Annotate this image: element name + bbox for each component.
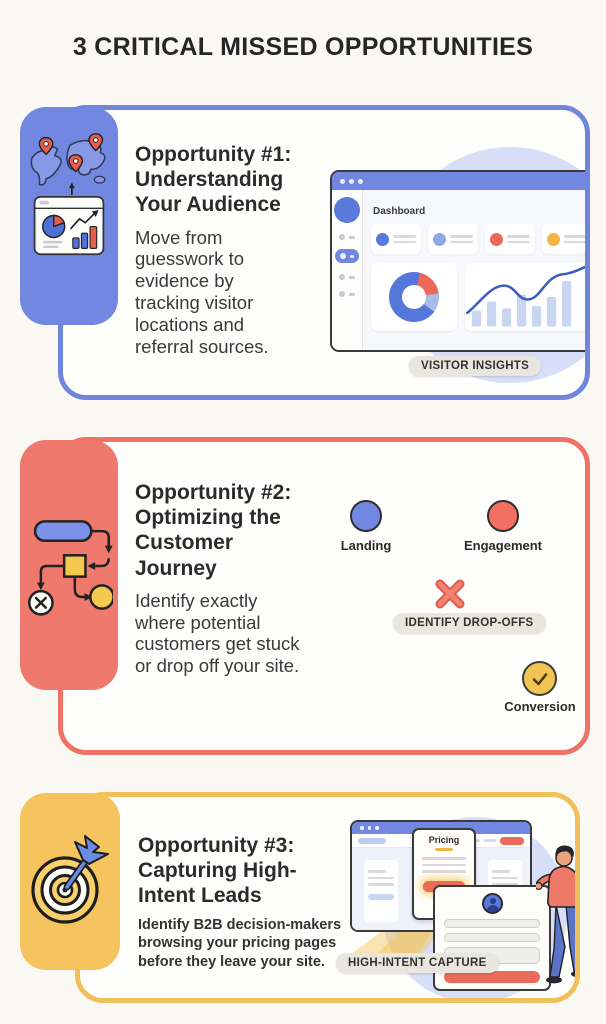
opportunity-3-icon-panel: [20, 793, 120, 970]
opportunity-3-body: Identify B2B decision-makers browsing yo…: [138, 916, 342, 970]
engagement-stage-label: Engagement: [463, 538, 542, 553]
opportunity-2-icon-panel: [20, 440, 118, 690]
visitor-insights-badge: VISITOR INSIGHTS: [409, 356, 542, 376]
opportunity-1-text: Opportunity #1: Understanding Your Audie…: [135, 142, 340, 358]
form-input-placeholder: [444, 919, 540, 928]
opportunity-2-kicker: Opportunity #2:: [135, 481, 292, 504]
form-submit-button: [444, 971, 540, 983]
window-dot-icon: [360, 826, 364, 830]
pricing-tier-card: [364, 860, 398, 922]
opportunity-3-text: Opportunity #3: Capturing High- Intent L…: [138, 833, 343, 971]
nav-link-placeholder: [484, 838, 496, 843]
avatar: [334, 197, 360, 223]
opportunity-2-text: Opportunity #2: Optimizing the Customer …: [135, 480, 350, 677]
line-bar-chart: [466, 265, 585, 327]
conversion-stage-label: Conversion: [504, 699, 576, 714]
window-dot-icon: [375, 826, 379, 830]
browser-titlebar: [332, 172, 585, 190]
stat-card: [542, 224, 585, 254]
opportunity-1-heading: Understanding Your Audience: [135, 168, 284, 217]
window-dot-icon: [349, 178, 354, 184]
dashboard-title: Dashboard: [373, 206, 426, 217]
opportunity-1-icon-panel: [20, 107, 118, 325]
sidebar-menu-item-active: [335, 249, 359, 263]
opportunity-1-card: Opportunity #1: Understanding Your Audie…: [58, 105, 590, 400]
target-icon: [31, 834, 109, 924]
person-illustration: [534, 845, 575, 984]
dashboard-sidebar: [332, 190, 363, 350]
map-pin-icon: [38, 136, 54, 156]
map-pin-icon: [88, 133, 104, 152]
dashboard-mockup-window: Dashboard: [330, 170, 590, 352]
form-input-placeholder: [444, 933, 540, 942]
dashboard-main-area: Dashboard: [363, 190, 590, 350]
high-intent-capture-badge: HIGH-INTENT CAPTURE: [336, 953, 499, 973]
sidebar-menu-item: [339, 234, 355, 240]
conversion-check-icon: [522, 661, 557, 696]
donut-chart: [389, 272, 439, 322]
line-chart-card: [465, 263, 585, 331]
map-pin-icon: [68, 154, 84, 173]
engagement-stage-dot: [487, 500, 519, 532]
donut-chart-card: [371, 263, 457, 331]
opportunity-3-heading: Capturing High- Intent Leads: [138, 859, 297, 908]
analytics-map-icon: [30, 133, 106, 256]
window-dot-icon: [367, 826, 371, 830]
opportunity-1-kicker: Opportunity #1:: [135, 143, 292, 166]
opportunity-2-card: Opportunity #2: Optimizing the Customer …: [58, 437, 590, 755]
accent-underline: [435, 848, 453, 851]
window-dot-icon: [340, 178, 345, 184]
window-dot-icon: [358, 178, 363, 184]
stat-card: [371, 224, 421, 254]
opportunity-2-heading: Optimizing the Customer Journey: [135, 506, 281, 580]
stat-card: [485, 224, 535, 254]
identify-drop-offs-badge: IDENTIFY DROP-OFFS: [393, 613, 546, 633]
stat-card: [428, 224, 478, 254]
logo-placeholder: [358, 837, 386, 844]
pricing-card-title: Pricing: [428, 835, 460, 845]
opportunity-1-body: Move from guesswork to evidence by track…: [135, 226, 269, 357]
lead-capture-form: [433, 885, 551, 991]
landing-stage-label: Landing: [340, 538, 392, 553]
settings-dot-icon: [586, 195, 590, 202]
sidebar-menu-item: [339, 291, 355, 297]
drop-off-x-icon: [435, 579, 465, 609]
stat-cards-row: [371, 224, 585, 254]
page-title: 3 CRITICAL MISSED OPPORTUNITIES: [72, 33, 534, 61]
flowchart-icon: [28, 520, 113, 616]
opportunity-2-body: Identify exactly where potential custome…: [135, 589, 300, 677]
form-avatar-icon: [481, 893, 503, 914]
opportunity-3-card: Opportunity #3: Capturing High- Intent L…: [75, 792, 580, 1003]
landing-stage-dot: [350, 500, 382, 532]
opportunity-3-kicker: Opportunity #3:: [138, 834, 295, 857]
sidebar-menu-item: [339, 274, 355, 280]
nav-cta-button: [500, 836, 524, 845]
